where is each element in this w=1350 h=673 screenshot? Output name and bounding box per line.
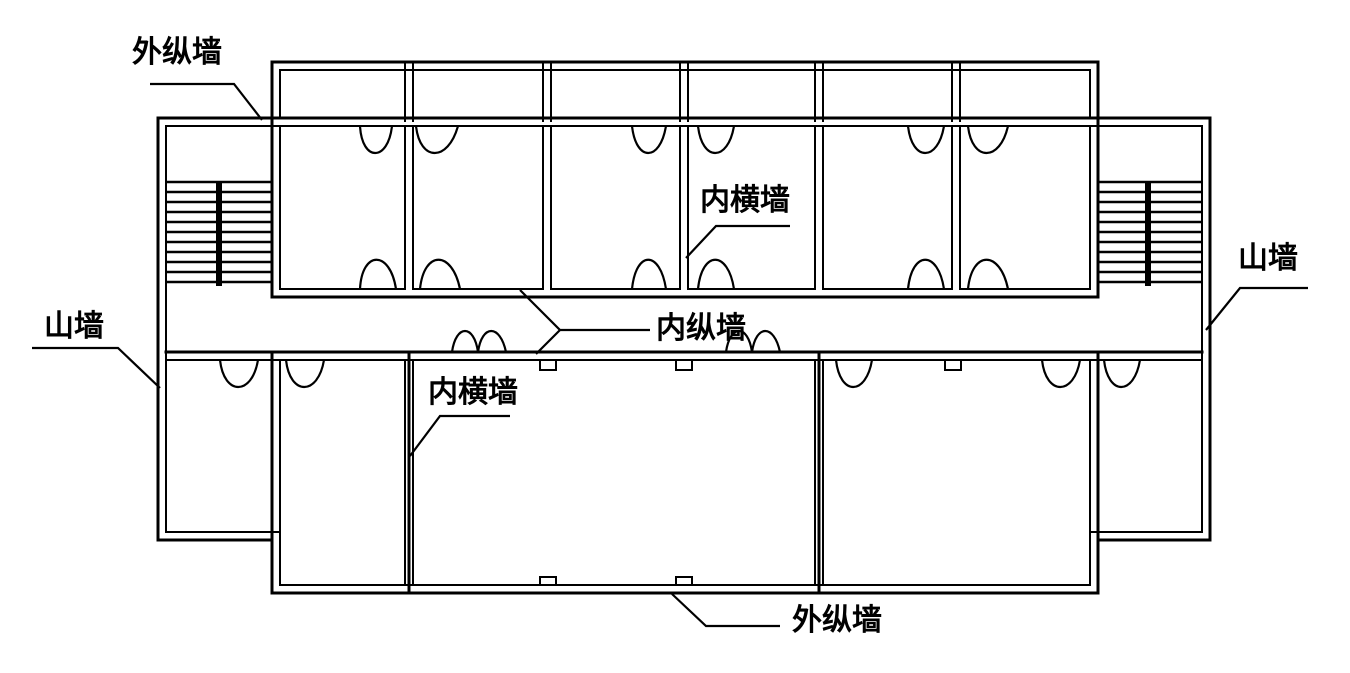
upper-rooms bbox=[270, 116, 1100, 299]
door-swings bbox=[218, 125, 1142, 389]
lower-rooms bbox=[165, 350, 1203, 595]
label-outer-longitudinal-wall-top: 外纵墙 bbox=[132, 35, 222, 70]
label-outer-longitudinal-wall-bottom: 外纵墙 bbox=[792, 603, 882, 638]
label-inner-transverse-wall-upper: 内横墙 bbox=[700, 183, 790, 218]
label-inner-longitudinal-wall: 内纵墙 bbox=[656, 311, 746, 346]
label-inner-transverse-wall-lower: 内横墙 bbox=[428, 375, 518, 410]
label-gable-wall-left: 山墙 bbox=[44, 309, 104, 344]
corridor-lower-wall bbox=[164, 350, 1204, 361]
left-stair bbox=[166, 180, 272, 286]
upper-block-walls bbox=[270, 60, 1100, 122]
annotation-leaders bbox=[32, 82, 1308, 628]
label-gable-wall-right: 山墙 bbox=[1238, 241, 1298, 276]
outer-perimeter bbox=[156, 116, 1212, 595]
right-stair bbox=[1098, 180, 1202, 286]
